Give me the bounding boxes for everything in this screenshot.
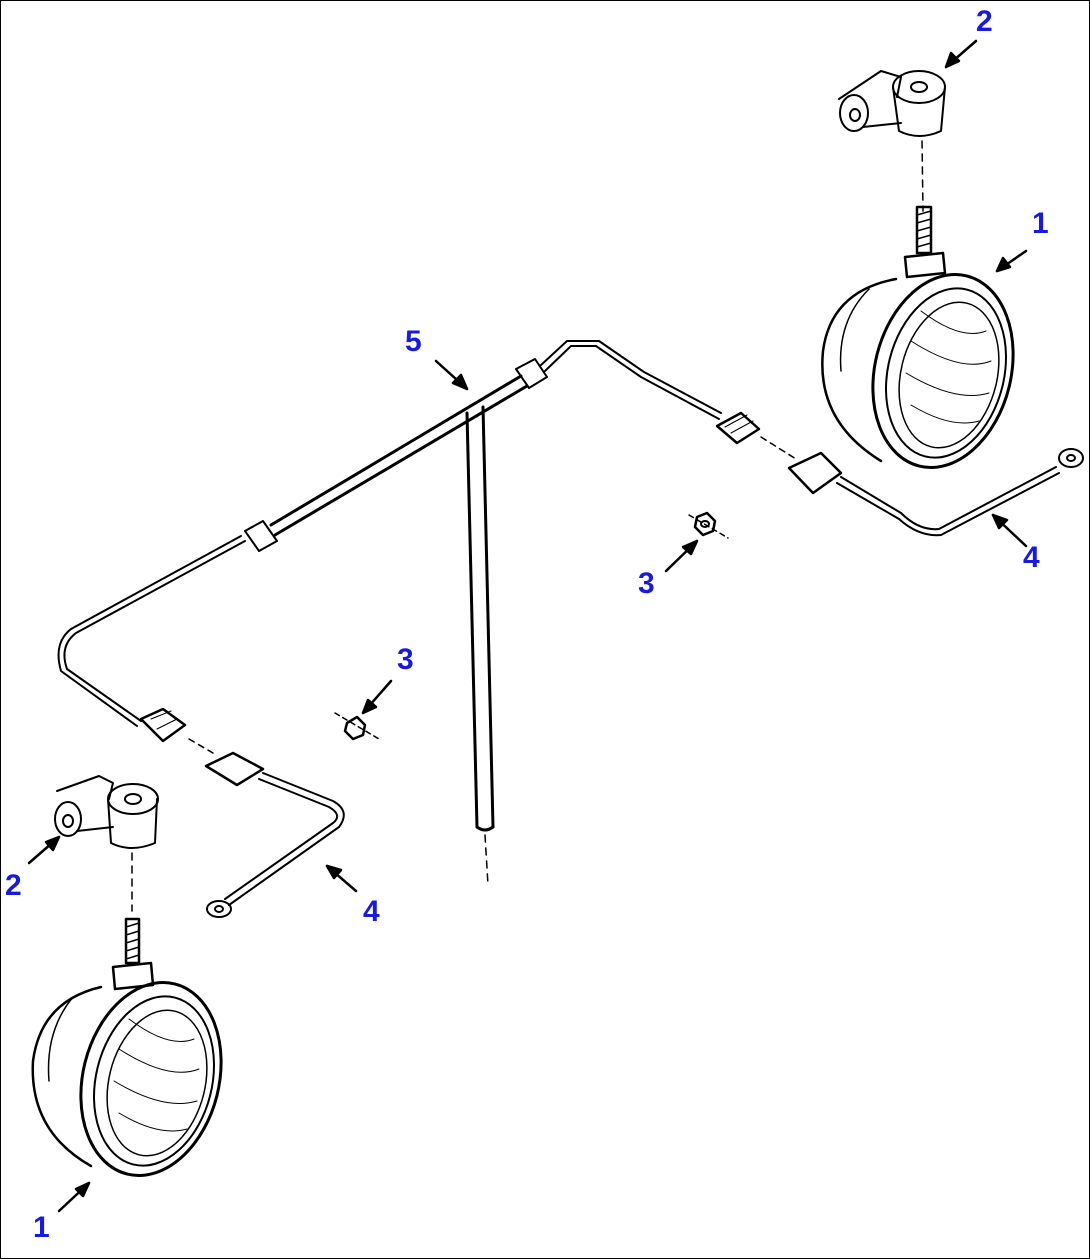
callout-3-left: 3 <box>397 643 414 676</box>
callout-4-right: 4 <box>1023 541 1040 574</box>
mounting-bracket-right <box>838 70 946 212</box>
mounting-bracket-left <box>54 775 159 912</box>
nut-right <box>688 511 729 539</box>
work-lamp-left <box>31 917 223 1178</box>
callout-4-left: 4 <box>363 895 380 928</box>
lamp-wire-lead-right <box>715 411 1084 537</box>
callout-2-left: 2 <box>5 869 22 902</box>
lamp-wire-lead-left <box>139 707 345 918</box>
callout-2-top: 2 <box>976 5 993 38</box>
callout-1-bottom: 1 <box>33 1211 50 1244</box>
nut-left <box>334 712 380 741</box>
callout-1-top: 1 <box>1032 207 1049 240</box>
work-lamp-right <box>821 205 1015 470</box>
callout-3-right: 3 <box>638 567 655 600</box>
callout-5: 5 <box>405 325 422 358</box>
leader-arrows <box>27 39 1028 1213</box>
wiring-harness <box>57 340 722 886</box>
